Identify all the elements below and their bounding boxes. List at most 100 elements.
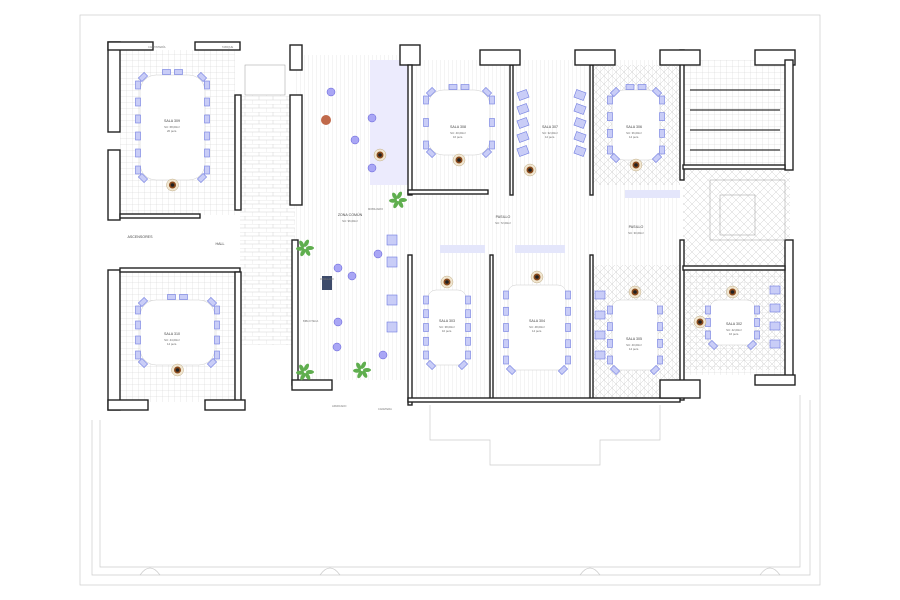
person-head bbox=[457, 158, 461, 162]
chair bbox=[649, 364, 661, 376]
chair bbox=[769, 285, 781, 295]
chair bbox=[465, 295, 471, 305]
chair bbox=[651, 86, 663, 98]
chair bbox=[135, 131, 141, 141]
plant-icon bbox=[300, 372, 306, 381]
chair bbox=[769, 339, 781, 349]
plant-icon bbox=[306, 246, 314, 250]
chair bbox=[214, 335, 220, 345]
plant-icon bbox=[396, 191, 403, 199]
chair bbox=[754, 330, 760, 340]
stool bbox=[347, 271, 357, 281]
chair bbox=[609, 152, 621, 164]
chair bbox=[573, 145, 587, 157]
chair bbox=[489, 95, 495, 105]
plant-icon bbox=[299, 240, 305, 248]
person-head bbox=[730, 290, 735, 294]
chair bbox=[489, 140, 495, 150]
chair bbox=[425, 86, 437, 98]
chair bbox=[651, 152, 663, 164]
person-head bbox=[634, 163, 638, 167]
chair bbox=[769, 321, 781, 331]
chair bbox=[557, 364, 569, 376]
chair bbox=[386, 294, 398, 306]
person-head bbox=[378, 153, 382, 157]
chair bbox=[565, 355, 571, 365]
chair bbox=[657, 305, 663, 315]
chair bbox=[594, 310, 606, 320]
chair bbox=[423, 309, 429, 319]
stool bbox=[367, 163, 377, 173]
plant-icon bbox=[389, 198, 398, 203]
chair bbox=[135, 320, 141, 330]
chair bbox=[657, 339, 663, 348]
plant-icon bbox=[303, 239, 310, 247]
furniture bbox=[135, 69, 781, 381]
chair bbox=[179, 294, 188, 300]
plant-icon bbox=[296, 246, 305, 251]
room-capacity: 14 pers. bbox=[629, 135, 639, 139]
room-capacity: 10 pers. bbox=[442, 329, 452, 333]
chair bbox=[457, 359, 469, 371]
room-area: SU: 40,00m² bbox=[626, 343, 642, 347]
chair bbox=[135, 148, 141, 158]
annotation-tag: MOBILIARIO bbox=[368, 207, 383, 211]
room-area: SU: 72,00m² bbox=[495, 221, 511, 225]
room-label: PASILLO bbox=[496, 215, 511, 219]
chair bbox=[481, 86, 493, 98]
chair bbox=[135, 305, 141, 315]
stool bbox=[326, 87, 336, 97]
chair bbox=[174, 69, 183, 75]
chair bbox=[423, 350, 429, 360]
chair bbox=[206, 357, 218, 369]
chair bbox=[137, 172, 149, 184]
chair bbox=[423, 295, 429, 305]
chair bbox=[754, 305, 760, 315]
chair bbox=[573, 89, 587, 101]
room-area: SU: 32,00m² bbox=[542, 131, 558, 135]
chair bbox=[386, 234, 398, 246]
stool bbox=[333, 263, 343, 273]
room-capacity: 14 pers. bbox=[629, 347, 639, 351]
chair bbox=[705, 330, 711, 340]
chair bbox=[609, 86, 621, 98]
room-capacity: 14 pers. bbox=[167, 342, 177, 346]
chair bbox=[204, 80, 210, 90]
chair bbox=[573, 131, 587, 143]
room-capacity: 12 pers. bbox=[545, 135, 555, 139]
chair bbox=[425, 359, 437, 371]
person-standing bbox=[322, 276, 332, 290]
stool bbox=[350, 135, 360, 145]
annotation-tag: APARCADO bbox=[332, 404, 346, 408]
stairs bbox=[244, 64, 786, 241]
chair bbox=[196, 172, 208, 184]
chair bbox=[204, 148, 210, 158]
chair bbox=[607, 339, 613, 348]
chair bbox=[565, 339, 571, 349]
chair bbox=[505, 364, 517, 376]
chair bbox=[607, 305, 613, 315]
chair bbox=[465, 336, 471, 346]
chair bbox=[135, 350, 141, 360]
plant-icon bbox=[356, 362, 362, 370]
plant-icon bbox=[392, 192, 398, 200]
chair bbox=[565, 323, 571, 332]
chair bbox=[705, 318, 711, 327]
stool bbox=[333, 317, 343, 327]
conference-table bbox=[427, 89, 491, 156]
chair bbox=[516, 103, 530, 115]
person-head bbox=[528, 168, 532, 172]
chair bbox=[607, 95, 613, 105]
room-area: SU: 68,00m² bbox=[164, 125, 180, 129]
chair bbox=[206, 296, 218, 308]
chair bbox=[657, 355, 663, 365]
chair bbox=[135, 97, 141, 107]
chair bbox=[204, 114, 210, 124]
room-area: SU: 30,00m² bbox=[628, 231, 644, 235]
chair bbox=[135, 114, 141, 124]
room-capacity: 16 pers. bbox=[729, 332, 739, 336]
annotation-tag: CARPINTERÍA bbox=[148, 45, 166, 49]
chair bbox=[423, 140, 429, 150]
chair bbox=[769, 303, 781, 313]
plant-icon bbox=[357, 370, 363, 379]
